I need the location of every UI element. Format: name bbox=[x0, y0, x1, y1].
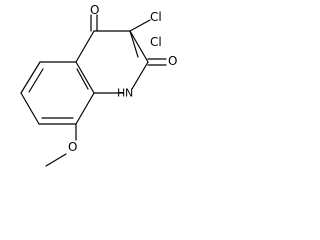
bond-c4a-c8a-inner bbox=[76, 68, 89, 90]
bond-c4a-c4 bbox=[75, 30, 95, 63]
atom-cl-upper: Cl bbox=[150, 10, 162, 24]
bond-c8-c8a bbox=[75, 92, 95, 125]
bond-c6-c7 bbox=[20, 92, 40, 125]
atom-cl-lower: Cl bbox=[150, 35, 162, 49]
atom-h: H bbox=[117, 87, 125, 100]
atom-o-right: O bbox=[168, 54, 177, 68]
atom-o-top: O bbox=[90, 3, 99, 17]
chemical-structure: O Cl Cl O H N O bbox=[20, 3, 177, 167]
bond-c3-cl-upper bbox=[129, 19, 151, 32]
bond-o-methoxy-ch3 bbox=[45, 153, 67, 167]
bond-c3-c2 bbox=[129, 30, 149, 63]
bond-c8a-c4a bbox=[75, 61, 95, 94]
atom-o-methoxy: O bbox=[68, 140, 77, 154]
bond-c2-n1 bbox=[131, 61, 149, 90]
bond-c5-c6 bbox=[20, 61, 41, 94]
atom-n: N bbox=[125, 87, 133, 100]
bond-c5-c6-inner bbox=[28, 68, 44, 93]
bond-c3-cl-lower bbox=[129, 30, 139, 58]
